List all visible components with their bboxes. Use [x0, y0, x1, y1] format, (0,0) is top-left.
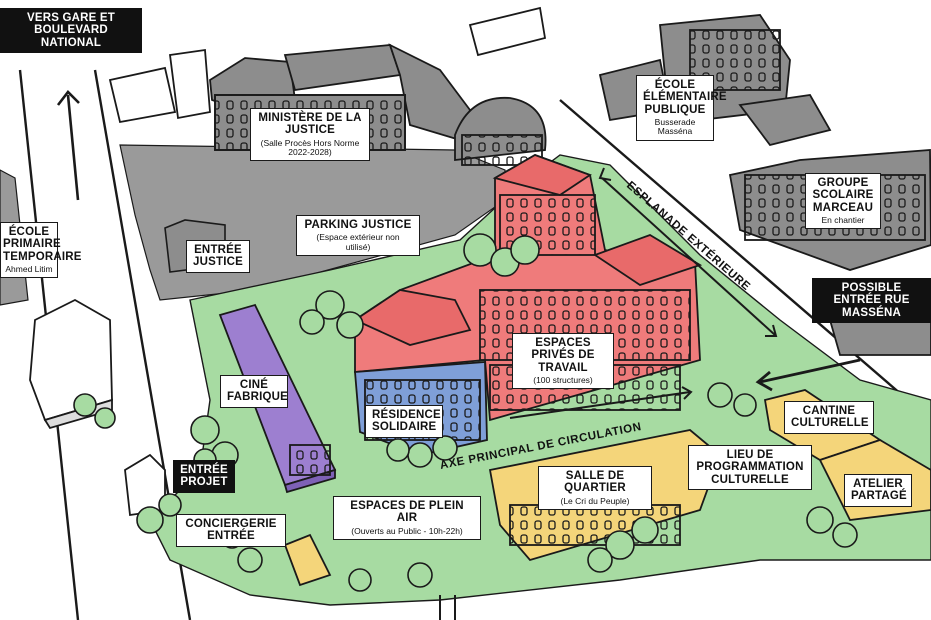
entrance-house	[124, 453, 166, 517]
label-salle-quartier-subtitle: (Le Cri du Peuple)	[560, 495, 630, 506]
label-cine-fabrique: CINÉ FABRIQUE	[220, 375, 288, 408]
label-possible-entree-title: POSSIBLE ENTRÉE RUE MASSÉNA	[833, 282, 910, 319]
label-groupe-scolaire-title: GROUPE SCOLAIRE MARCEAU	[812, 177, 874, 214]
label-espaces-plein-air-title: ESPACES DE PLEIN AIR	[350, 500, 464, 525]
white-buildings-top	[108, 6, 547, 124]
elementary-school-buildings	[598, 14, 832, 147]
label-possible-entree: POSSIBLE ENTRÉE RUE MASSÉNA	[812, 278, 931, 324]
label-residence-title: RÉSIDENCE SOLIDAIRE	[372, 409, 441, 434]
label-ecole-primaire-subtitle: Ahmed Litim	[5, 264, 53, 275]
label-cine-fabrique-title: CINÉ FABRIQUE	[227, 379, 289, 404]
label-ministere-subtitle: (Salle Procès Hors Norme 2022-2028)	[260, 137, 360, 157]
label-espaces-plein-air: ESPACES DE PLEIN AIR (Ouverts au Public …	[333, 496, 481, 540]
label-atelier: ATELIER PARTAGÉ	[844, 474, 912, 507]
label-parking-justice-title: PARKING JUSTICE	[304, 219, 412, 231]
label-espaces-prives-title: ESPACES PRIVÉS DE TRAVAIL	[531, 337, 595, 374]
label-ecole-elementaire-title: ÉCOLE ÉLÉMENTAIRE PUBLIQUE	[643, 79, 727, 116]
label-residence: RÉSIDENCE SOLIDAIRE	[365, 405, 443, 438]
label-ministere-title: MINISTÈRE DE LA JUSTICE	[258, 112, 362, 137]
label-ecole-primaire: ÉCOLE PRIMAIRE TEMPORAIRE Ahmed Litim	[0, 222, 82, 279]
label-entree-justice: ENTRÉE JUSTICE	[186, 240, 250, 273]
label-ecole-elementaire-subtitle: Busserade Masséna	[654, 117, 696, 137]
label-lieu-programmation-title: LIEU DE PROGRAMMATION CULTURELLE	[696, 449, 804, 486]
label-ecole-primaire-title: ÉCOLE PRIMAIRE TEMPORAIRE	[3, 226, 82, 263]
label-groupe-scolaire: GROUPE SCOLAIRE MARCEAU En chantier	[805, 173, 881, 230]
ministry-building	[209, 43, 547, 166]
label-cantine-title: CANTINE CULTURELLE	[791, 405, 869, 430]
label-entree-projet: ENTRÉE PROJET	[173, 460, 235, 493]
label-conciergerie: CONCIERGERIE ENTRÉE	[176, 514, 286, 547]
circulation-arrows	[439, 167, 861, 620]
label-vers-gare: VERS GARE ET BOULEVARD NATIONAL	[0, 8, 142, 54]
arrow-up-icon	[56, 90, 80, 201]
label-parking-justice-subtitle: (Espace extérieur non utilisé)	[316, 232, 400, 252]
label-espaces-plein-air-subtitle: (Ouverts au Public - 10h-22h)	[351, 525, 463, 536]
label-ecole-elementaire: ÉCOLE ÉLÉMENTAIRE PUBLIQUE Busserade Mas…	[636, 75, 727, 141]
label-lieu-programmation: LIEU DE PROGRAMMATION CULTURELLE	[688, 445, 812, 491]
label-salle-quartier-title: SALLE DE QUARTIER	[564, 470, 626, 495]
label-parking-justice: PARKING JUSTICE (Espace extérieur non ut…	[296, 215, 420, 256]
label-entree-projet-title: ENTRÉE PROJET	[180, 464, 228, 489]
label-espaces-prives: ESPACES PRIVÉS DE TRAVAIL (100 structure…	[512, 333, 614, 390]
label-cantine: CANTINE CULTURELLE	[784, 401, 874, 434]
label-vers-gare-title: VERS GARE ET BOULEVARD NATIONAL	[26, 12, 116, 49]
label-ministere: MINISTÈRE DE LA JUSTICE (Salle Procès Ho…	[250, 108, 370, 162]
label-groupe-scolaire-subtitle: En chantier	[821, 215, 865, 226]
label-atelier-title: ATELIER PARTAGÉ	[851, 478, 907, 503]
label-salle-quartier: SALLE DE QUARTIER (Le Cri du Peuple)	[538, 466, 652, 510]
label-entree-justice-title: ENTRÉE JUSTICE	[193, 244, 243, 269]
label-conciergerie-title: CONCIERGERIE ENTRÉE	[185, 518, 277, 543]
label-espaces-prives-subtitle: (100 structures)	[533, 375, 593, 386]
